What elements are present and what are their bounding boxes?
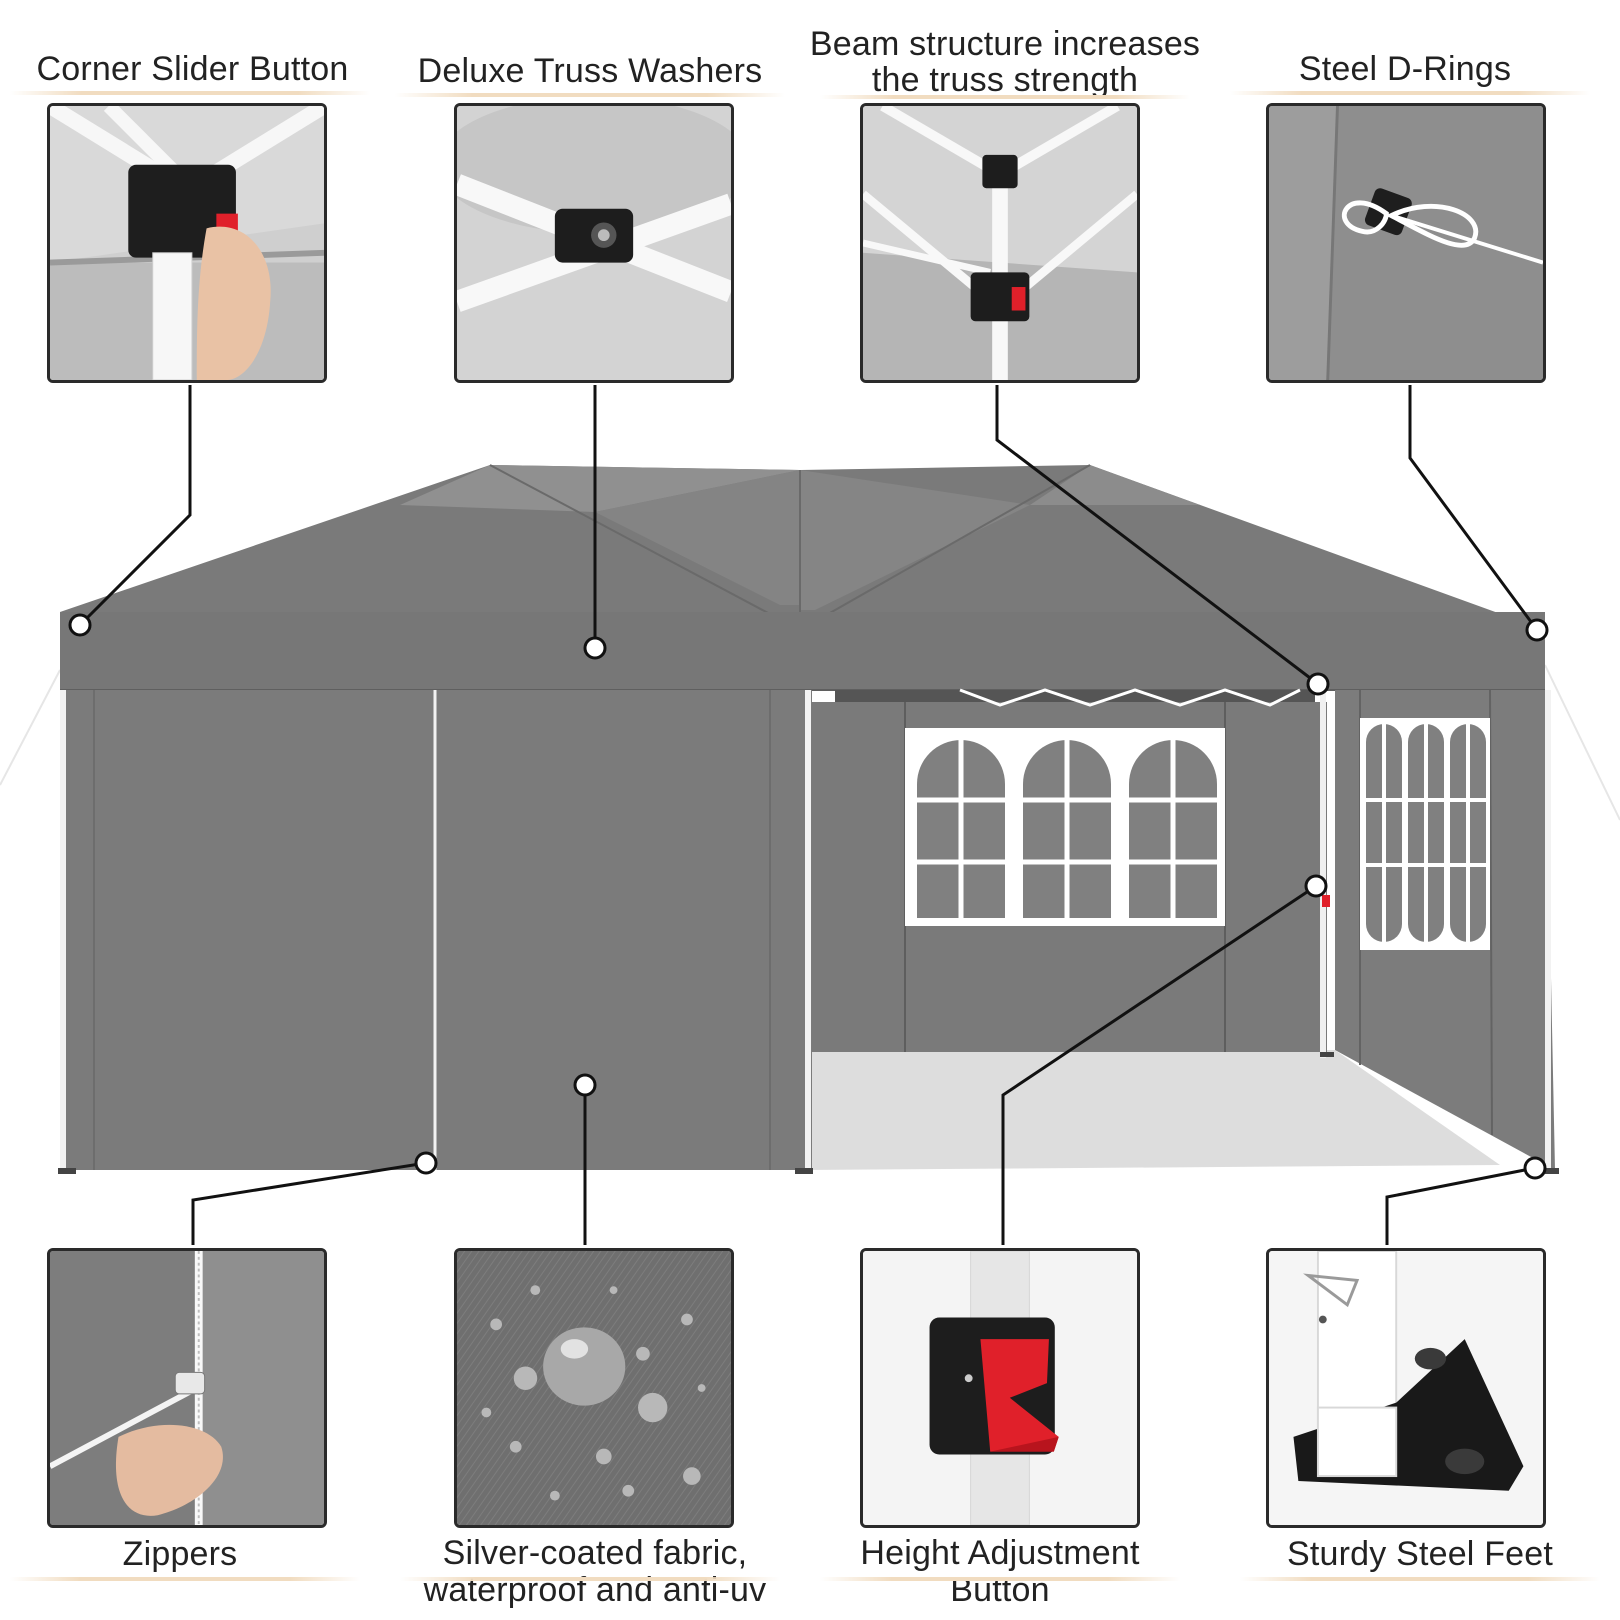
fabric-photo — [457, 1251, 731, 1525]
underline-zippers — [10, 1577, 360, 1581]
callout-dot-height-button — [1304, 874, 1328, 898]
front-sidewall — [60, 690, 812, 1170]
fabric-thumbnail — [454, 1248, 734, 1528]
beam-structure-photo — [863, 106, 1137, 380]
underline-steel-feet — [1240, 1577, 1600, 1581]
beam-structure-text-line1: Beam structure increases — [809, 25, 1201, 63]
leader-d-rings — [1408, 385, 1539, 631]
beam-structure-thumbnail — [860, 103, 1140, 383]
label-truss-washers: Deluxe Truss Washers — [395, 52, 785, 90]
fabric-text-line1: Silver-coated fabric, — [442, 1534, 748, 1572]
tent-feet — [58, 1052, 1559, 1174]
label-beam-structure: Beam structure increases the truss stren… — [780, 26, 1230, 98]
callout-dot-beam-structure — [1306, 672, 1330, 696]
zippers-thumbnail — [47, 1248, 327, 1528]
steel-feet-photo — [1269, 1251, 1543, 1525]
callout-dot-d-rings — [1525, 618, 1549, 642]
label-corner-slider: Corner Slider Button — [10, 50, 375, 88]
beam-structure-text-line2: the truss strength — [871, 61, 1139, 99]
corner-slider-thumbnail — [47, 103, 327, 383]
steel-feet-thumbnail — [1266, 1248, 1546, 1528]
d-rings-photo — [1269, 106, 1543, 380]
label-zippers: Zippers — [0, 1535, 360, 1573]
underline-d-rings — [1230, 91, 1590, 95]
label-height-button: Height Adjustment Button — [800, 1535, 1200, 1609]
label-steel-feet: Sturdy Steel Feet — [1230, 1535, 1610, 1573]
truss-washers-text: Deluxe Truss Washers — [417, 52, 763, 90]
truss-washers-thumbnail — [454, 103, 734, 383]
back-window — [905, 728, 1225, 926]
underline-fabric — [400, 1577, 780, 1581]
underline-height-button — [820, 1577, 1180, 1581]
ground-shadow — [805, 1050, 1500, 1170]
callout-dot-zippers — [414, 1151, 438, 1175]
label-fabric: Silver-coated fabric, waterproof and ant… — [385, 1535, 805, 1609]
leader-beam-structure — [995, 385, 1319, 686]
leader-height-button — [1001, 884, 1317, 1245]
steel-feet-text: Sturdy Steel Feet — [1286, 1535, 1554, 1573]
corner-slider-photo — [50, 106, 324, 380]
height-button-thumbnail — [860, 1248, 1140, 1528]
underline-beam-structure — [820, 95, 1190, 99]
underline-corner-slider — [10, 91, 370, 95]
leader-steel-feet — [1385, 1166, 1536, 1245]
callout-dot-truss-washers — [583, 636, 607, 660]
leader-corner-slider — [78, 385, 192, 627]
callout-dot-fabric — [573, 1073, 597, 1097]
underline-truss-washers — [395, 93, 785, 97]
zippers-photo — [50, 1251, 324, 1525]
callout-dot-steel-feet — [1523, 1156, 1547, 1180]
guy-ropes — [0, 664, 1620, 821]
d-rings-text: Steel D-Rings — [1298, 50, 1512, 88]
height-button-text-line1: Height Adjustment — [860, 1534, 1140, 1572]
end-sidewall — [1335, 689, 1555, 1170]
height-button-photo — [863, 1251, 1137, 1525]
interior-truss — [959, 688, 1301, 707]
truss-washers-photo — [457, 106, 731, 380]
d-rings-thumbnail — [1266, 103, 1546, 383]
callout-dot-corner-slider — [68, 613, 92, 637]
label-d-rings: Steel D-Rings — [1220, 50, 1590, 88]
leader-zippers — [191, 1161, 427, 1245]
zippers-text: Zippers — [122, 1535, 238, 1573]
corner-slider-text: Corner Slider Button — [36, 50, 349, 88]
